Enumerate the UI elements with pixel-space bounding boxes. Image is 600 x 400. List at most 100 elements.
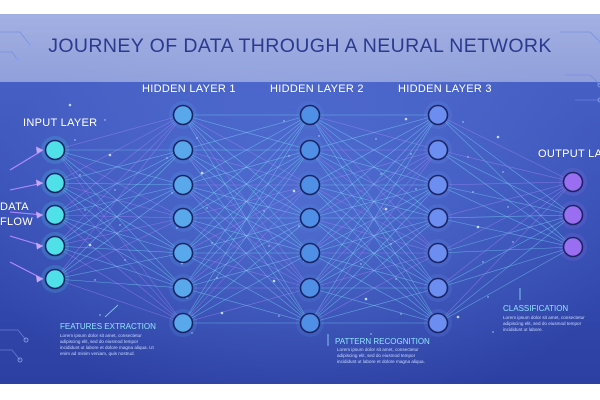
connection-line: [54, 149, 184, 289]
neuron: [299, 104, 321, 126]
sparkle-dot: [166, 157, 168, 159]
neuron: [427, 277, 449, 299]
annotation-pointers: [104, 288, 521, 346]
sparkle-dot: [263, 210, 265, 212]
connection-line: [437, 149, 574, 183]
neuron: [427, 207, 449, 229]
neuron: [44, 139, 66, 161]
neuron: [427, 312, 449, 334]
connection-line: [437, 181, 574, 219]
connection-line: [437, 246, 574, 289]
circuit-trace: [0, 349, 21, 361]
connection-line: [309, 114, 439, 289]
connection-line: [437, 149, 574, 248]
connection-line: [54, 278, 184, 289]
sparkle-dot: [472, 191, 474, 193]
connection-line: [309, 217, 439, 324]
connection-line: [309, 217, 439, 289]
neuron: [44, 268, 66, 290]
connection-line: [182, 114, 311, 289]
connection-line: [182, 114, 311, 219]
sparkle-dot: [283, 120, 285, 122]
circuit-trace: [560, 31, 600, 43]
input-arrow-head: [36, 275, 43, 283]
neuron: [427, 174, 449, 196]
neuron: [299, 277, 321, 299]
connection-line: [54, 252, 184, 280]
sparkle-dot: [68, 103, 72, 107]
connection-line: [54, 149, 184, 184]
connection-line: [182, 217, 311, 289]
connection-line: [309, 114, 439, 186]
neuron: [299, 139, 321, 161]
connection-line: [309, 252, 439, 324]
neuron: [172, 139, 194, 161]
layer-label-hidden-2: HIDDEN LAYER 2: [270, 83, 364, 95]
input-arrows: [9, 146, 44, 283]
connection-line: [54, 214, 184, 254]
connection-line: [437, 217, 574, 248]
sparkle-dot: [176, 227, 178, 229]
connection-line: [54, 245, 184, 324]
sparkle-dot: [79, 174, 81, 176]
connection-line: [182, 287, 311, 324]
neuron: [299, 242, 321, 264]
sparkle-dot: [318, 135, 320, 137]
sparkle-dot: [380, 173, 382, 175]
sparkle-dot: [370, 333, 372, 335]
data-flow-label-line2: FLOW: [0, 216, 33, 228]
sparkle-dot: [292, 189, 296, 193]
neuron: [172, 207, 194, 229]
connection-line: [54, 149, 184, 280]
connection-line: [54, 114, 184, 151]
connections: [54, 103, 574, 335]
sparkle-dot: [84, 209, 86, 211]
features-extraction-text: Lorem ipsum dolor sit amet, consectetur …: [60, 333, 154, 356]
connection-line: [437, 181, 574, 186]
sparkle-dot: [482, 261, 484, 263]
circuit-pad: [27, 42, 33, 48]
title-band: [0, 14, 600, 82]
connection-line: [182, 252, 311, 324]
connection-line: [54, 149, 184, 254]
sparkle-dot: [462, 121, 464, 123]
connection-line: [54, 245, 184, 289]
connection-line: [54, 214, 184, 219]
circuit-trace: [0, 31, 31, 46]
connection-line: [54, 114, 184, 247]
connection-line: [437, 246, 574, 254]
pattern-recognition-heading: PATTERN RECOGNITION: [335, 337, 430, 346]
connection-line: [437, 214, 574, 324]
connection-line: [54, 149, 184, 324]
connection-line: [54, 245, 184, 254]
sparkle-dot: [298, 225, 300, 227]
connection-line: [54, 149, 184, 247]
neuron: [299, 312, 321, 334]
neuron: [172, 242, 194, 264]
connection-line: [437, 181, 574, 289]
connection-line: [54, 114, 184, 184]
connection-line: [54, 184, 184, 247]
sparkle-dot: [272, 279, 276, 283]
sparkle-dot: [390, 243, 392, 245]
circuit-pad: [15, 57, 21, 63]
connection-line: [437, 114, 574, 248]
sparkle-dot: [99, 314, 101, 316]
neuron: [172, 277, 194, 299]
sparkle-dot: [200, 171, 204, 175]
connection-line: [437, 184, 574, 248]
sparkle-dot: [360, 263, 362, 265]
connection-line: [54, 182, 184, 186]
connection-line: [182, 184, 311, 324]
circuit-pad: [597, 39, 600, 45]
sparkle-dot: [206, 207, 208, 209]
neuron: [427, 139, 449, 161]
neuron: [172, 104, 194, 126]
sparkle-dot: [492, 331, 494, 333]
connection-line: [54, 182, 184, 289]
layer-label-output: OUTPUT LAY: [538, 148, 600, 160]
sparkle-dot: [395, 278, 397, 280]
sparkle-dot: [196, 137, 198, 139]
sparkle-dot: [502, 171, 504, 173]
